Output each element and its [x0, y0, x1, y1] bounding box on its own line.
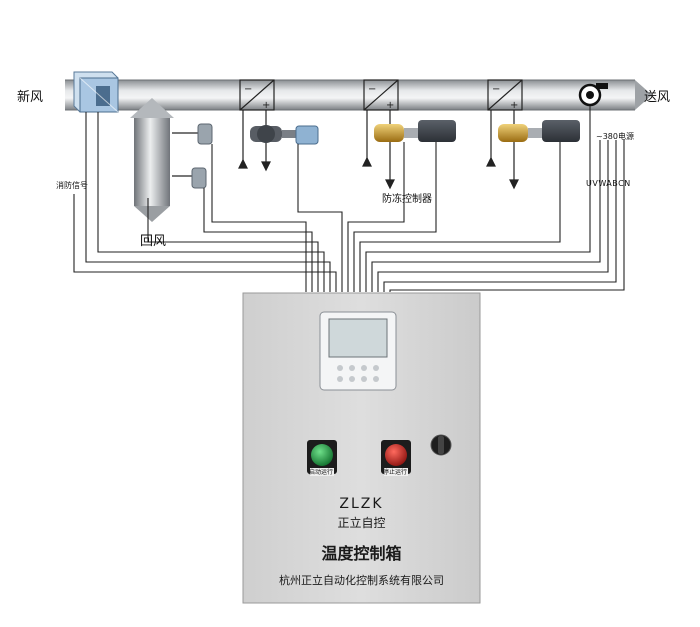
start-button-label: 启动运行 [309, 469, 334, 476]
selector-knob[interactable] [430, 434, 452, 456]
company-logo: ZLZK [339, 496, 384, 512]
temperature-sensor-1 [172, 123, 213, 145]
fire-signal-label: 消防信号 [56, 181, 88, 190]
valve-2 [374, 120, 456, 142]
fresh-air-damper [73, 71, 119, 113]
svg-text:+: + [386, 100, 394, 111]
power-label: ~380电源 [596, 132, 634, 141]
coil-3: − + [487, 79, 523, 111]
stop-button[interactable] [381, 440, 411, 476]
cabinet-title: 温度控制箱 [321, 544, 402, 563]
temperature-sensor-2 [172, 167, 207, 189]
coil-pipes [238, 110, 519, 190]
supply-air-label: 送风 [644, 90, 671, 105]
svg-text:+: + [510, 100, 518, 111]
power-terminals-label: UVWABCN [586, 179, 631, 188]
valve-1 [250, 125, 319, 145]
fresh-air-label: 新风 [17, 90, 44, 105]
antifreeze-controller-label: 防冻控制器 [382, 194, 432, 205]
svg-text:−: − [368, 84, 376, 95]
stop-button-label: 停止运行 [383, 469, 408, 476]
coil-1: − + [239, 79, 275, 111]
thermostat-panel[interactable] [319, 311, 397, 391]
svg-text:+: + [262, 100, 270, 111]
coil-2: − + [363, 79, 399, 111]
svg-text:−: − [492, 84, 500, 95]
control-wiring [73, 106, 625, 292]
company-name: 杭州正立自动化控制系统有限公司 [279, 574, 444, 587]
start-button[interactable] [307, 440, 337, 476]
return-air-duct [130, 98, 174, 222]
supply-fan [578, 83, 608, 107]
company-logo-cn: 正立自控 [337, 516, 386, 530]
valve-3 [498, 120, 580, 142]
return-air-label: 回风 [140, 234, 167, 249]
svg-text:−: − [244, 84, 252, 95]
